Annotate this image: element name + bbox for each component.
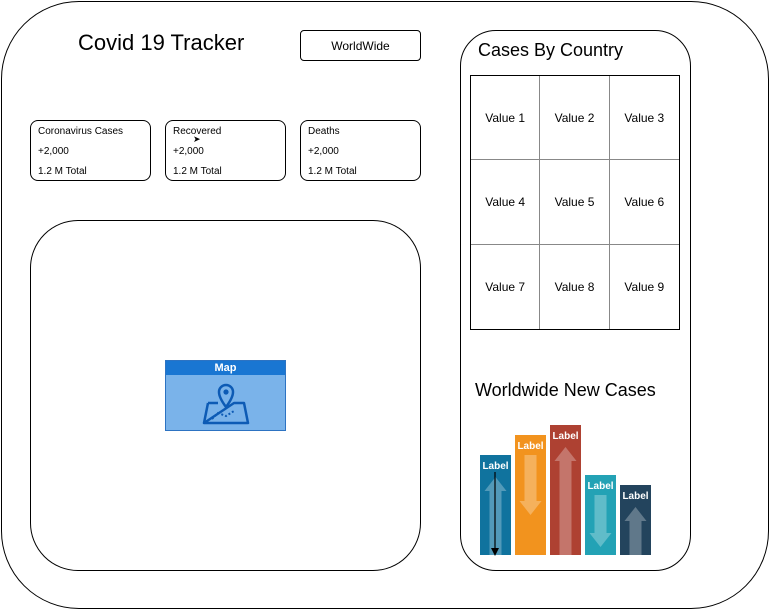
table-cell: Value 7: [471, 244, 541, 329]
chart-bar: Label: [550, 425, 581, 555]
stat-card-cases[interactable]: Coronavirus Cases +2,000 1.2 M Total: [30, 120, 151, 181]
bar-label: Label: [622, 491, 649, 502]
stat-card-total: 1.2 M Total: [38, 166, 87, 177]
worldwide-new-cases-title: Worldwide New Cases: [475, 380, 656, 400]
sidebar-panel: [460, 30, 691, 571]
table-cell: Value 5: [540, 160, 610, 245]
bar-arrow-icon: [624, 507, 647, 555]
table-cell: Value 6: [609, 160, 679, 245]
table-cell: Value 9: [624, 279, 665, 294]
page-title: Covid 19 Tracker: [78, 30, 245, 55]
stat-card-label: Recovered: [173, 126, 222, 137]
bar-arrow-icon: [519, 455, 542, 515]
stat-card-label: Coronavirus Cases: [38, 126, 124, 137]
stat-card-delta: +2,000: [38, 146, 69, 157]
table-cell: Value 1: [471, 76, 541, 161]
chart-bar: Label: [585, 475, 616, 555]
map-widget[interactable]: Map: [165, 360, 286, 431]
bar-label: Label: [587, 481, 614, 492]
map-panel: [30, 220, 421, 571]
bar-label: Label: [517, 441, 544, 452]
stat-card-recovered[interactable]: Recovered +2,000 1.2 M Total ➤: [165, 120, 286, 181]
stat-card-delta: +2,000: [308, 146, 339, 157]
table-cell: Value 8: [540, 244, 610, 329]
chart-bar: Label: [620, 485, 651, 555]
map-pin-icon: [202, 383, 250, 425]
stat-card-deaths[interactable]: Deaths +2,000 1.2 M Total: [300, 120, 421, 181]
arrow-down-icon: [491, 548, 499, 556]
mouse-cursor-icon: ➤: [193, 134, 201, 144]
table-cell: Value 4: [471, 160, 541, 245]
stat-card-total: 1.2 M Total: [173, 166, 222, 177]
bar-label: Label: [552, 431, 579, 442]
new-cases-bar-chart: Label Label Label Label Label: [475, 420, 685, 560]
cases-by-country-title: Cases By Country: [478, 40, 624, 60]
chart-bar: Label: [515, 435, 546, 555]
stat-card-delta: +2,000: [173, 146, 204, 157]
bar-arrows: [484, 447, 647, 556]
bar-arrow-icon: [554, 447, 577, 555]
stat-card-label: Deaths: [308, 126, 340, 137]
bar-label: Label: [482, 461, 509, 472]
map-label: Map: [166, 361, 285, 375]
stat-card-total: 1.2 M Total: [308, 166, 357, 177]
region-select-button[interactable]: WorldWide: [300, 30, 421, 61]
table-cell: Value 3: [609, 76, 679, 161]
bar-arrow-icon: [589, 495, 612, 547]
cases-by-country-table: Value 1 Value 2 Value 3 Value 4 Value 5 …: [470, 75, 680, 330]
table-cell: Value 2: [540, 76, 610, 161]
